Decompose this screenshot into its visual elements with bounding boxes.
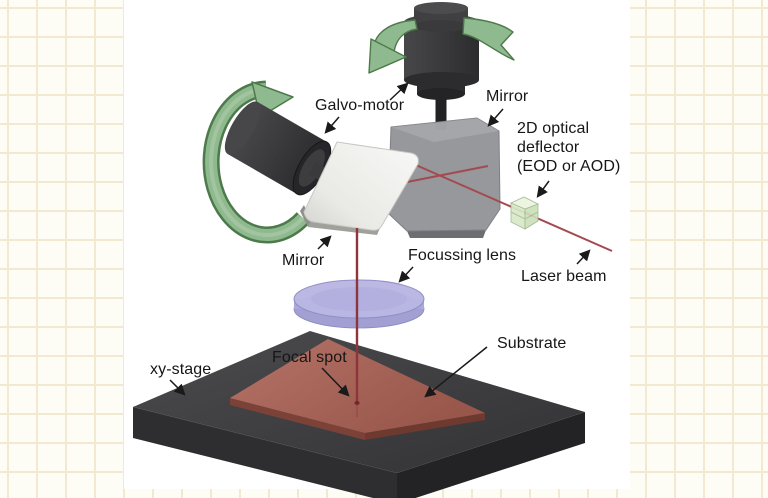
label-mirror-top: Mirror: [486, 88, 529, 105]
deflector-top-face: [510, 196, 539, 210]
substrate-right-edge: [365, 413, 485, 440]
stage-right-face: [397, 412, 585, 498]
arrow-to-focussing-lens: [398, 266, 414, 283]
label-laser-beam: Laser beam: [521, 268, 607, 285]
mirror-gray-edge: [407, 230, 486, 238]
mirror-white-face: [303, 141, 419, 231]
motor-h-back-cap: [224, 101, 261, 155]
arrow-to-focal-spot: [321, 367, 350, 397]
mirror-gray-sheen: [391, 118, 499, 142]
rotation-arrow-top-left-head: [368, 38, 407, 74]
label-deflector: 2D optical deflector (EOD or AOD): [517, 120, 621, 175]
rotation-arrow-top: [368, 17, 515, 74]
deflector-mid-line: [510, 211, 539, 220]
arrow-to-galvo-motor-left: [324, 116, 340, 134]
arrow-to-galvo-motor-top: [389, 82, 409, 101]
rotation-arrow-top-right-band: [462, 17, 515, 61]
label-focussing-lens: Focussing lens: [408, 247, 517, 264]
focal-spot: [354, 401, 360, 405]
motor-v-cap-bottom: [414, 20, 468, 32]
stage-left-face: [133, 407, 397, 498]
lens-center: [311, 287, 407, 311]
annotation-arrows: [169, 82, 591, 398]
motor-v-collar-bottom: [417, 88, 465, 100]
arrow-to-substrate: [424, 346, 488, 398]
arrow-to-deflector: [536, 180, 550, 198]
label-focal-spot: Focal spot: [272, 349, 347, 366]
optical-deflector-cube: [510, 196, 539, 230]
rotation-arrow-left: [202, 80, 310, 244]
focussing-lens: [293, 279, 425, 329]
label-galvo-motor: Galvo-motor: [315, 97, 405, 114]
arrow-to-mirror-gray: [487, 108, 504, 127]
laser-beam-incoming: [408, 161, 613, 252]
motor-v-shaft: [435, 88, 447, 130]
motor-v-body-bottom: [404, 72, 479, 88]
arrow-to-mirror-white: [317, 235, 332, 250]
arrow-to-laser-beam: [576, 249, 591, 265]
mirror-white-bottom-edge: [308, 221, 380, 235]
rotation-arrow-left-highlight: [209, 87, 305, 237]
label-xy-stage: xy-stage: [150, 361, 212, 378]
substrate-left-edge: [230, 398, 365, 440]
mirror-white: [300, 141, 419, 235]
label-substrate: Substrate: [497, 335, 567, 352]
label-mirror-left: Mirror: [282, 252, 325, 269]
arrow-to-xy-stage: [169, 379, 186, 396]
galvo-motor-vertical: [404, 2, 479, 130]
motor-v-cap-top: [414, 2, 468, 14]
laser-beam-reflected: [401, 165, 489, 184]
